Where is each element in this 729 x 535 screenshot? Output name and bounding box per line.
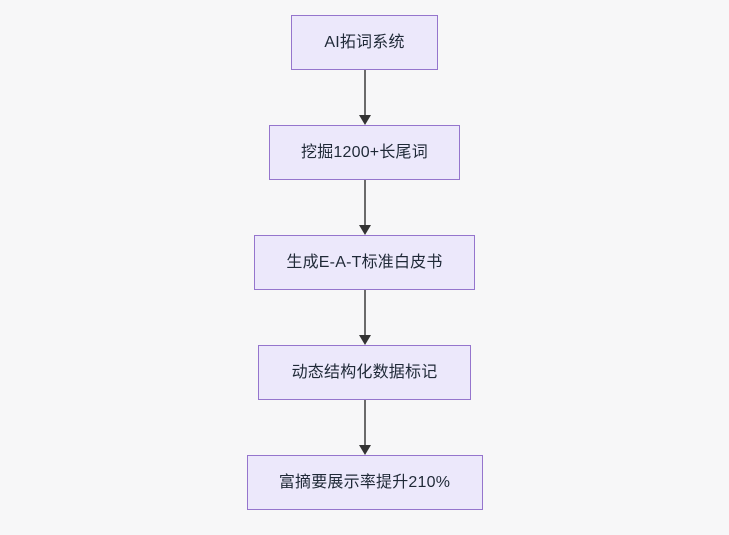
flow-edge-n1-n2 <box>358 70 371 125</box>
flow-node-mine-longtail-keywords[interactable]: 挖掘1200+长尾词 <box>269 125 460 180</box>
edge-line <box>363 290 366 336</box>
flow-node-label: 挖掘1200+长尾词 <box>301 143 428 161</box>
arrow-down-icon <box>358 115 371 125</box>
flow-node-generate-eat-whitepaper[interactable]: 生成E-A-T标准白皮书 <box>254 235 475 290</box>
edge-line <box>363 70 366 116</box>
flow-node-label: AI拓词系统 <box>324 33 405 51</box>
arrow-down-icon <box>358 335 371 345</box>
arrow-down-icon <box>358 445 371 455</box>
flow-node-label: 富摘要展示率提升210% <box>278 473 451 491</box>
flow-node-label: 生成E-A-T标准白皮书 <box>286 253 443 271</box>
arrow-down-icon <box>358 225 371 235</box>
edge-line <box>363 180 366 226</box>
edge-line <box>363 400 366 446</box>
flow-node-dynamic-structured-data-markup[interactable]: 动态结构化数据标记 <box>258 345 471 400</box>
flow-edge-n4-n5 <box>358 400 371 455</box>
flow-edge-n2-n3 <box>358 180 371 235</box>
flow-node-rich-snippet-impression-uplift[interactable]: 富摘要展示率提升210% <box>246 455 483 510</box>
flow-node-ai-keyword-system[interactable]: AI拓词系统 <box>291 15 438 70</box>
flow-edge-n3-n4 <box>358 290 371 345</box>
flow-node-label: 动态结构化数据标记 <box>291 363 438 381</box>
